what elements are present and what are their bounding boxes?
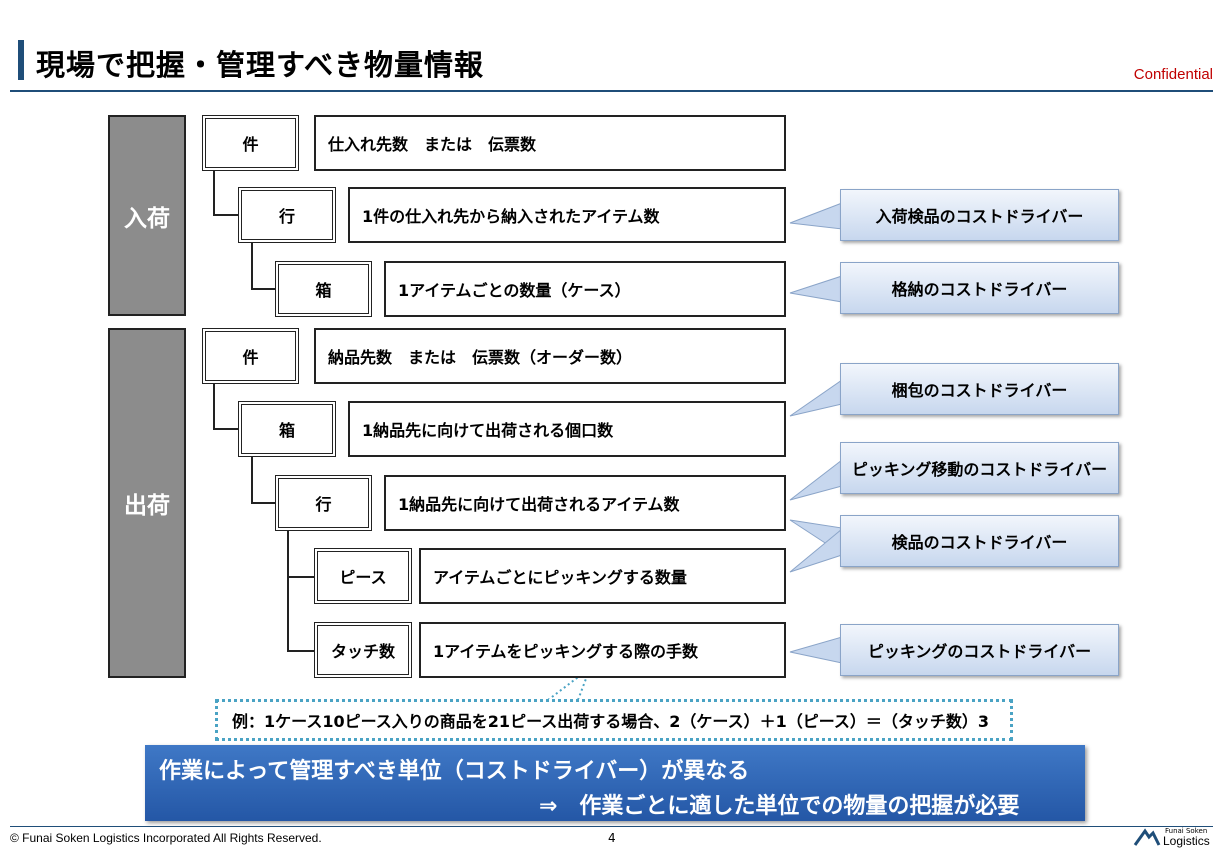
company-logo: Funai Soken Logistics [1133,827,1213,848]
unit-box: 件 [202,115,299,171]
footer-divider [10,826,1213,827]
cost-driver-callout: 入荷検品のコストドライバー [840,189,1119,241]
description-box: 1アイテムをピッキングする際の手数 [419,622,786,678]
cost-driver-callout: 梱包のコストドライバー [840,363,1119,415]
cost-driver-callout: ピッキングのコストドライバー [840,624,1119,676]
page-title: 現場で把握・管理すべき物量情報 [36,48,484,82]
description-box: 1納品先に向けて出荷されるアイテム数 [384,475,786,531]
banner-line-1: 作業によって管理すべき単位（コストドライバー）が異なる [159,759,750,784]
confidential-label: Confidential [1133,66,1213,83]
logo-wordmark: Logistics [1163,834,1210,848]
title-accent-bar [18,40,24,80]
description-box: 1納品先に向けて出荷される個口数 [348,401,786,457]
description-box: 仕入れ先数 または 伝票数 [314,115,786,171]
cost-driver-callout: 検品のコストドライバー [840,515,1119,567]
unit-box: 箱 [275,261,372,317]
unit-box: 箱 [238,401,336,457]
unit-box: 件 [202,328,299,384]
description-box: 納品先数 または 伝票数（オーダー数） [314,328,786,384]
unit-box: 行 [238,187,336,243]
example-note: 例：1ケース10ピース入りの商品を21ピース出荷する場合、2（ケース）＋1（ピー… [215,699,1013,741]
logo-mark-icon [1133,828,1161,846]
logo-company-name: Funai Soken [1165,827,1208,835]
page-number: 4 [608,831,616,845]
cost-driver-callout: 格納のコストドライバー [840,262,1119,314]
header-divider [10,90,1213,92]
description-box: 1件の仕入れ先から納入されたアイテム数 [348,187,786,243]
banner-line-2: ⇒ 作業ごとに適した単位での物量の把握が必要 [539,794,1020,819]
conclusion-banner: 作業によって管理すべき単位（コストドライバー）が異なる ⇒ 作業ごとに適した単位… [145,745,1085,821]
unit-box: 行 [275,475,372,531]
outbound-label: 出荷 [108,328,186,678]
inbound-label: 入荷 [108,115,186,316]
cost-driver-callout: ピッキング移動のコストドライバー [840,442,1119,494]
copyright-text: © Funai Soken Logistics Incorporated All… [10,831,322,845]
unit-box: ピース [314,548,412,604]
description-box: アイテムごとにピッキングする数量 [419,548,786,604]
unit-box: タッチ数 [314,622,412,678]
description-box: 1アイテムごとの数量（ケース） [384,261,786,317]
